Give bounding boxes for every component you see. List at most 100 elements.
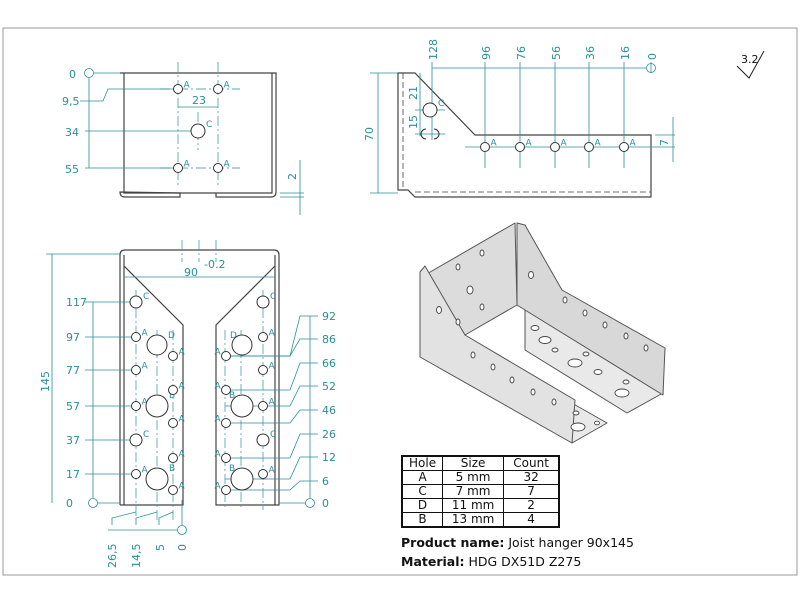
iso-hole xyxy=(551,347,559,353)
hole xyxy=(258,469,268,479)
hole-label: C xyxy=(206,120,212,130)
cell-hole: A xyxy=(401,470,444,485)
dim-76: 76 xyxy=(515,46,528,60)
hole xyxy=(168,453,178,463)
hole-label: A xyxy=(184,81,191,91)
dim-36: 36 xyxy=(584,46,597,60)
iso-hole xyxy=(623,332,629,340)
product-name-value: Joist hanger 90x145 xyxy=(508,535,634,550)
hole-label: A xyxy=(224,160,231,170)
hole-label: A xyxy=(526,139,533,149)
hole xyxy=(230,394,254,418)
iso-hole xyxy=(562,296,568,304)
cell-size: 7 mm xyxy=(442,484,505,499)
hole-label: C xyxy=(143,430,149,440)
dim-right-1: 86 xyxy=(322,333,336,346)
iso-hole xyxy=(530,388,536,396)
hole xyxy=(168,351,178,361)
iso-hole xyxy=(572,410,580,416)
isometric-view xyxy=(419,222,666,444)
dim-right-8: 0 xyxy=(322,497,329,510)
iso-hole xyxy=(567,358,583,368)
hole xyxy=(173,163,183,173)
dim-128: 128 xyxy=(427,39,440,60)
hole-label: D xyxy=(230,331,237,341)
hole-label: A xyxy=(269,362,276,372)
dim-left-3: 57 xyxy=(66,400,80,413)
hole xyxy=(168,385,178,395)
iso-hole xyxy=(479,249,485,257)
hole xyxy=(480,142,490,152)
dim-26-5: 26,5 xyxy=(106,544,119,569)
iso-hole xyxy=(436,306,442,314)
dim-right-2: 66 xyxy=(322,357,336,370)
hole xyxy=(221,418,231,428)
dim-145: 145 xyxy=(39,371,52,392)
hole-label: A xyxy=(269,466,276,476)
dim-0-side: 0 xyxy=(646,53,659,60)
hole xyxy=(231,334,253,356)
hole xyxy=(146,334,168,356)
hole-label: A xyxy=(269,329,276,339)
dim-55: 55 xyxy=(65,163,79,176)
hole xyxy=(256,295,270,309)
hole xyxy=(422,102,438,118)
dim-21: 21 xyxy=(407,86,420,100)
dim-15: 15 xyxy=(407,115,420,129)
hole-label: A xyxy=(142,329,149,339)
iso-hole xyxy=(551,398,557,406)
hole-label: A xyxy=(215,348,222,358)
product-name-label: Product name: xyxy=(401,535,505,550)
iso-hole xyxy=(594,420,600,426)
dim-left-0: 117 xyxy=(66,296,87,309)
dim-5: 5 xyxy=(154,544,167,551)
hole-label: A xyxy=(179,415,186,425)
hole xyxy=(515,142,525,152)
product-name: Product name: Joist hanger 90x145 xyxy=(401,535,634,550)
hole xyxy=(145,394,169,418)
hole-label: D xyxy=(168,331,175,341)
hole-label: A xyxy=(179,482,186,492)
dim-width-tolerance: -0.2 xyxy=(204,258,225,271)
iso-hole xyxy=(455,263,461,271)
hole xyxy=(129,295,143,309)
hole xyxy=(258,401,268,411)
hole-label: C xyxy=(270,430,276,440)
iso-hole xyxy=(593,369,603,375)
cell-size: 11 mm xyxy=(442,498,505,513)
hole-label: C xyxy=(270,292,276,302)
hole xyxy=(230,467,254,491)
dim-left-2: 77 xyxy=(66,364,80,377)
hole xyxy=(173,84,183,94)
header-size: Size xyxy=(442,455,505,471)
dim-56: 56 xyxy=(550,46,563,60)
dim-right-4: 46 xyxy=(322,404,336,417)
hole-label: C xyxy=(438,99,444,109)
cell-count: 4 xyxy=(503,512,560,528)
hole-label: A xyxy=(142,466,149,476)
hole xyxy=(258,365,268,375)
material-value: HDG DX51D Z275 xyxy=(468,554,582,569)
cell-count: 32 xyxy=(503,470,560,485)
dim-thickness: 2 xyxy=(286,173,299,180)
iso-hole xyxy=(470,351,476,359)
dim-left-1: 97 xyxy=(66,331,80,344)
hole xyxy=(550,142,560,152)
iso-hole xyxy=(614,388,630,398)
dim-0: 0 xyxy=(69,68,76,81)
material-label: Material: xyxy=(401,554,465,569)
hole-label: A xyxy=(215,450,222,460)
hole-label: A xyxy=(179,382,186,392)
hole xyxy=(145,467,169,491)
hole-label: A xyxy=(491,139,498,149)
hole-label: B xyxy=(229,391,235,401)
hole xyxy=(256,433,270,447)
hole-label: B xyxy=(169,464,175,474)
iso-hole xyxy=(530,325,540,331)
hole xyxy=(131,332,141,342)
